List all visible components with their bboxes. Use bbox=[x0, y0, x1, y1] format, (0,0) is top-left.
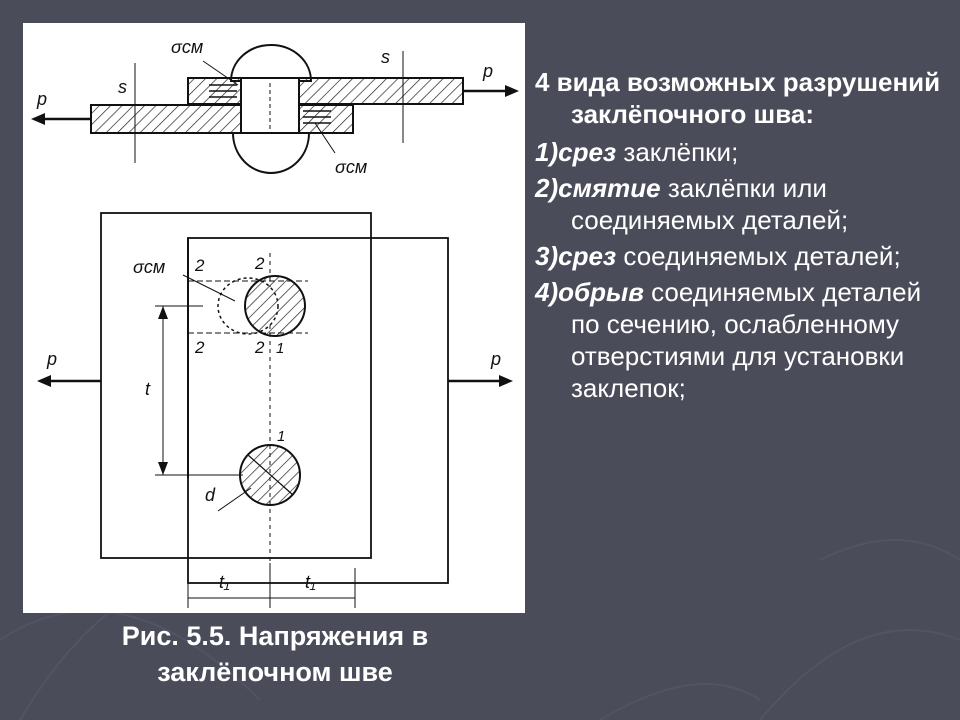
item-text: заклёпки; bbox=[616, 137, 739, 167]
section-2-label-tl: 2 bbox=[194, 256, 205, 275]
p-label-right-plan: p bbox=[490, 349, 501, 369]
side-section-view: σсм σсм s s p p bbox=[31, 37, 519, 177]
section-2-label-bl: 2 bbox=[194, 338, 205, 357]
failure-types-list: 4 вида возможных разрушений заклёпочного… bbox=[535, 66, 945, 408]
t1-label-right: t₁ bbox=[305, 572, 316, 592]
plan-view: σсм 2 2 2 2 1 1 t d t₁ t₁ p p bbox=[37, 212, 513, 608]
item-number: 2) bbox=[535, 173, 559, 203]
rivet-joint-drawing: σсм σсм s s p p bbox=[31, 37, 519, 608]
item-keyword: срез bbox=[558, 241, 617, 271]
p-label-right-top: p bbox=[482, 61, 493, 81]
p-label-left-top: p bbox=[36, 89, 47, 109]
item-text: заклёпки или соединяемых деталей; bbox=[571, 173, 849, 235]
rivet-head-top bbox=[229, 44, 313, 82]
lower-plate bbox=[90, 104, 354, 134]
p-label-left-plan: p bbox=[46, 349, 57, 369]
s-label-right: s bbox=[381, 47, 390, 67]
sigma-cm-label-bottom: σсм bbox=[335, 157, 367, 177]
item-keyword: обрыв bbox=[558, 277, 644, 307]
t1-label-left: t₁ bbox=[219, 572, 230, 592]
caption-line-2: заклёпочном шве bbox=[157, 657, 393, 687]
sigma-cm-label-top: σсм bbox=[171, 37, 203, 57]
plate-left bbox=[100, 212, 372, 559]
item-number: 1) bbox=[535, 137, 559, 167]
d-label: d bbox=[205, 485, 216, 505]
rivet-top bbox=[244, 275, 306, 337]
bearing-stress-marks bbox=[209, 84, 331, 124]
rivet-shank bbox=[240, 77, 300, 134]
section-1-label-bottom: 1 bbox=[277, 428, 285, 445]
item-text: соединяемых деталей по сечению, ослаблен… bbox=[571, 277, 922, 403]
item-number: 3) bbox=[535, 241, 559, 271]
rivet-joint-figure: σсм σсм s s p p bbox=[23, 23, 525, 613]
item-number: 4) bbox=[535, 277, 559, 307]
list-item: 4)обрыв соединяемых деталей по сечению, … bbox=[535, 276, 945, 404]
t-label: t bbox=[145, 379, 151, 399]
section-1-label-top: 1 bbox=[276, 340, 284, 357]
sigma-cm-label-plan: σсм bbox=[133, 257, 165, 277]
item-text: соединяемых деталей; bbox=[616, 241, 901, 271]
list-heading: 4 вида возможных разрушений заклёпочного… bbox=[535, 67, 941, 129]
item-keyword: срез bbox=[558, 137, 617, 167]
caption-line-1: Рис. 5.5. Напряжения в bbox=[121, 621, 429, 651]
section-2-label-tr: 2 bbox=[254, 254, 265, 273]
list-item: 3)срез соединяемых деталей; bbox=[535, 240, 945, 272]
rivet-head-bottom bbox=[231, 132, 311, 174]
list-item: 2)смятие заклёпки или соединяемых детале… bbox=[535, 172, 945, 236]
list-item: 1)срез заклёпки; bbox=[535, 136, 945, 168]
item-keyword: смятие bbox=[558, 173, 661, 203]
figure-caption: Рис. 5.5. Напряжения в заклёпочном шве bbox=[30, 618, 520, 690]
s-label-left: s bbox=[118, 77, 127, 97]
section-2-label-br: 2 bbox=[254, 338, 265, 357]
